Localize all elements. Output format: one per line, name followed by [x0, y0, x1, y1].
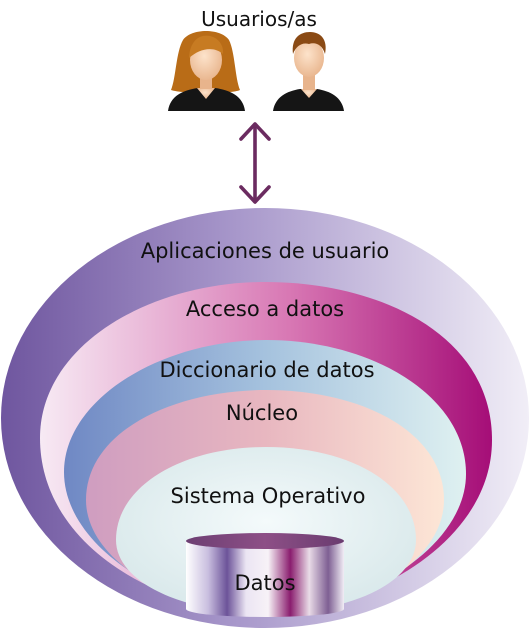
layer-label: Sistema Operativo — [171, 484, 366, 508]
layer-label: Núcleo — [226, 401, 298, 425]
database-cylinder-icon: Datos — [186, 533, 344, 617]
layer-label: Acceso a datos — [186, 297, 344, 321]
diagram-title: Usuarios/as — [201, 7, 317, 31]
layer-label: Diccionario de datos — [159, 358, 374, 382]
female-user-icon — [168, 31, 245, 111]
layer-label: Aplicaciones de usuario — [141, 239, 390, 263]
core-label: Datos — [234, 571, 295, 595]
male-user-icon — [273, 32, 344, 111]
bidirectional-arrow-icon — [239, 122, 271, 204]
